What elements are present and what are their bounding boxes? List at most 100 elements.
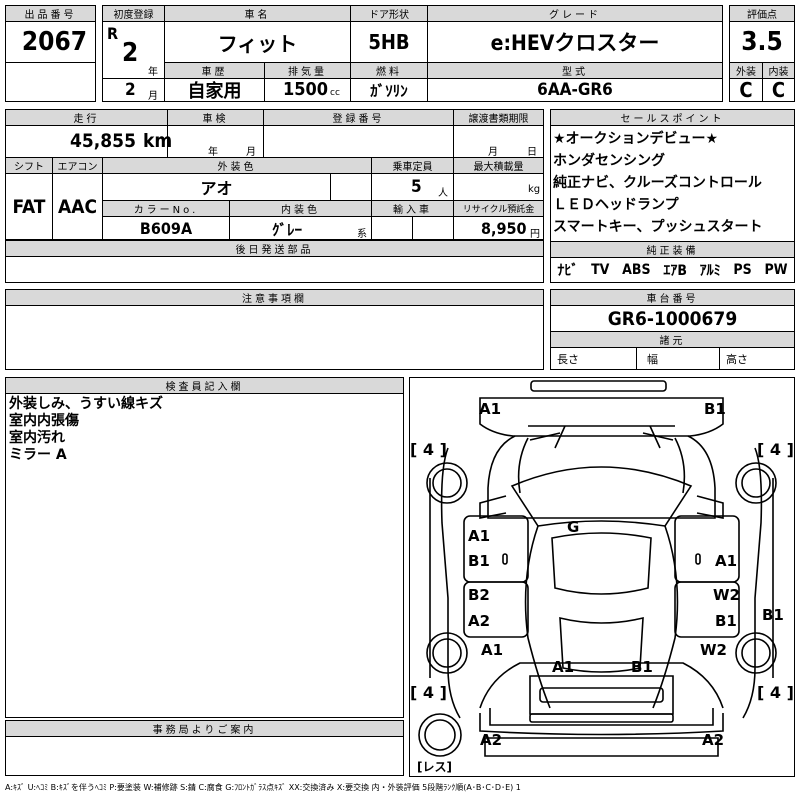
- interior-label: 内装: [762, 62, 795, 79]
- inspector-label: 検査員記入欄: [5, 377, 404, 394]
- int-color-unit: 系: [357, 229, 367, 240]
- mark-rear-bumper-left: A2: [480, 731, 503, 749]
- lot-label: 出品番号: [5, 5, 96, 22]
- shift-label: シフト: [5, 157, 53, 174]
- caution-label: 注意事項欄: [5, 289, 544, 306]
- first-reg-year: 2: [122, 38, 139, 68]
- sales-point-line: スマートキー、プッシュスタート: [553, 219, 763, 235]
- recycle-label: リサイクル預託金: [453, 200, 544, 217]
- registration-cell: [263, 125, 454, 158]
- model-value: 6AA-GR6: [427, 78, 723, 102]
- registration-label: 登録番号: [263, 109, 454, 126]
- transfer-day-unit: 日: [527, 147, 537, 158]
- mileage-value: 45,855: [70, 130, 136, 152]
- mark-front-right: B1: [704, 400, 726, 418]
- tire-rear-left: [ 4 ]: [410, 683, 447, 702]
- first-reg-month: 2: [125, 80, 136, 100]
- tire-front-left: [ 4 ]: [410, 440, 447, 459]
- equipment-label: 純正装備: [550, 241, 795, 258]
- door-label: ドア形状: [350, 5, 428, 22]
- color-no-label: カラーNo.: [102, 200, 230, 217]
- sales-point-line: ＬＥＤヘッドランプ: [553, 197, 679, 213]
- spare-tire-label: [レス]: [417, 760, 452, 774]
- inspector-note: ミラー A: [9, 447, 67, 463]
- mark-rear-left: A1: [552, 658, 575, 676]
- sales-point-line: ホンダセンシング: [553, 153, 665, 169]
- equipment-item: PS: [733, 262, 752, 278]
- chassis-value: GR6-1000679: [550, 305, 795, 332]
- recycle-unit: 円: [530, 229, 540, 240]
- inspection-year-unit: 年: [208, 147, 218, 158]
- tire-rear-left-value: 4: [422, 683, 435, 702]
- mark-right-front-door: A1: [715, 552, 738, 570]
- office-label: 事務局よりご案内: [5, 720, 404, 737]
- import-cell-2: [412, 216, 454, 240]
- specs-label: 諸元: [550, 331, 795, 348]
- later-parts-label: 後日発送部品: [5, 240, 544, 257]
- mark-rear-bumper-right: A2: [702, 731, 725, 749]
- max-load-unit: kg: [528, 184, 541, 195]
- fuel-value: ｶﾞｿﾘﾝ: [350, 78, 428, 102]
- tire-front-left-value: 4: [422, 440, 435, 459]
- transfer-label: 譲渡書類期限: [453, 109, 544, 126]
- exterior-label: 外装: [729, 62, 763, 79]
- car-outline-graphic: [418, 380, 777, 757]
- exterior-score: C: [729, 78, 763, 102]
- import-label: 輸入車: [371, 200, 454, 217]
- aircon-value: AAC: [52, 173, 103, 240]
- later-parts-cell: [5, 256, 544, 283]
- int-color-label: 内装色: [229, 200, 372, 217]
- mark-windshield: G: [567, 518, 580, 536]
- fuel-label: 燃料: [350, 62, 428, 79]
- first-reg-year-unit: 年: [148, 67, 158, 78]
- inspection-month-unit: 月: [246, 147, 256, 158]
- legend: A:ｷｽﾞ U:ﾍｺﾐ B:ｷｽﾞを伴うﾍｺﾐ P:要塗装 W:補修跡 S:錆 …: [5, 783, 521, 792]
- chassis-label: 車台番号: [550, 289, 795, 306]
- grade-value: e:HEVクロスター: [427, 21, 723, 63]
- grade-label: グレード: [427, 5, 723, 22]
- equipment-item: PW: [764, 262, 788, 278]
- recycle-value: 8,950: [481, 219, 527, 238]
- shift-value: FAT: [5, 173, 53, 240]
- interior-score: C: [762, 78, 795, 102]
- tire-front-right: [ 4 ]: [757, 440, 794, 459]
- sales-points-box: ★オークションデビュー★ ホンダセンシング 純正ナビ、クルーズコントロール ＬＥ…: [550, 125, 795, 242]
- lot-blank: [5, 62, 96, 102]
- first-reg-month-unit: 月: [148, 91, 158, 102]
- equipment-row: ﾅﾋﾞ TV ABS ｴｱB ｱﾙﾐ PS PW: [550, 257, 795, 283]
- inspector-notes: 外装しみ、うすい線キズ 室内内張傷 室内汚れ ミラー A: [5, 393, 404, 718]
- car-diagram: A1 B1 G A1 B1 A1 B2 A2 W2 B1 B1 A1 W2 A1…: [409, 377, 795, 777]
- int-color-value: ｸﾞﾚｰ: [272, 221, 303, 239]
- aircon-label: エアコン: [52, 157, 103, 174]
- capacity-label: 乗車定員: [371, 157, 454, 174]
- spec-length: 長さ: [550, 347, 637, 370]
- first-reg-label: 初度登録: [102, 5, 165, 22]
- mark-right-rear-door-2: B1: [715, 612, 737, 630]
- spec-width: 幅: [636, 347, 720, 370]
- inspector-note: 室内内張傷: [9, 413, 79, 429]
- recycle-cell: [453, 216, 544, 240]
- capacity-unit: 人: [438, 188, 448, 199]
- mark-left-front-door-2: B1: [468, 552, 490, 570]
- import-cell-1: [371, 216, 413, 240]
- mark-right-quarter: W2: [700, 641, 727, 659]
- sales-point-line: 純正ナビ、クルーズコントロール: [553, 175, 762, 191]
- inspector-note: 外装しみ、うすい線キズ: [9, 396, 163, 412]
- displacement-unit: cc: [330, 88, 340, 98]
- car-name: フィット: [164, 21, 351, 63]
- equipment-item: ABS: [622, 262, 651, 278]
- equipment-item: ﾅﾋﾞ: [557, 263, 579, 279]
- displacement-value: 1500: [283, 79, 329, 100]
- mark-left-rear-door-2: A2: [468, 612, 491, 630]
- tire-rear-right: [ 4 ]: [757, 683, 794, 702]
- sales-points-label: セールスポイント: [550, 109, 795, 126]
- score-label: 評価点: [729, 5, 795, 22]
- inspection-label: 車検: [167, 109, 264, 126]
- mark-right-side: B1: [762, 606, 784, 624]
- equipment-item: TV: [591, 262, 610, 278]
- mark-right-rear-door-1: W2: [713, 586, 740, 604]
- caution-box: [5, 305, 544, 370]
- mark-left-front-door-1: A1: [468, 527, 491, 545]
- score-value: 3.5: [729, 21, 795, 63]
- mark-front-left: A1: [479, 400, 502, 418]
